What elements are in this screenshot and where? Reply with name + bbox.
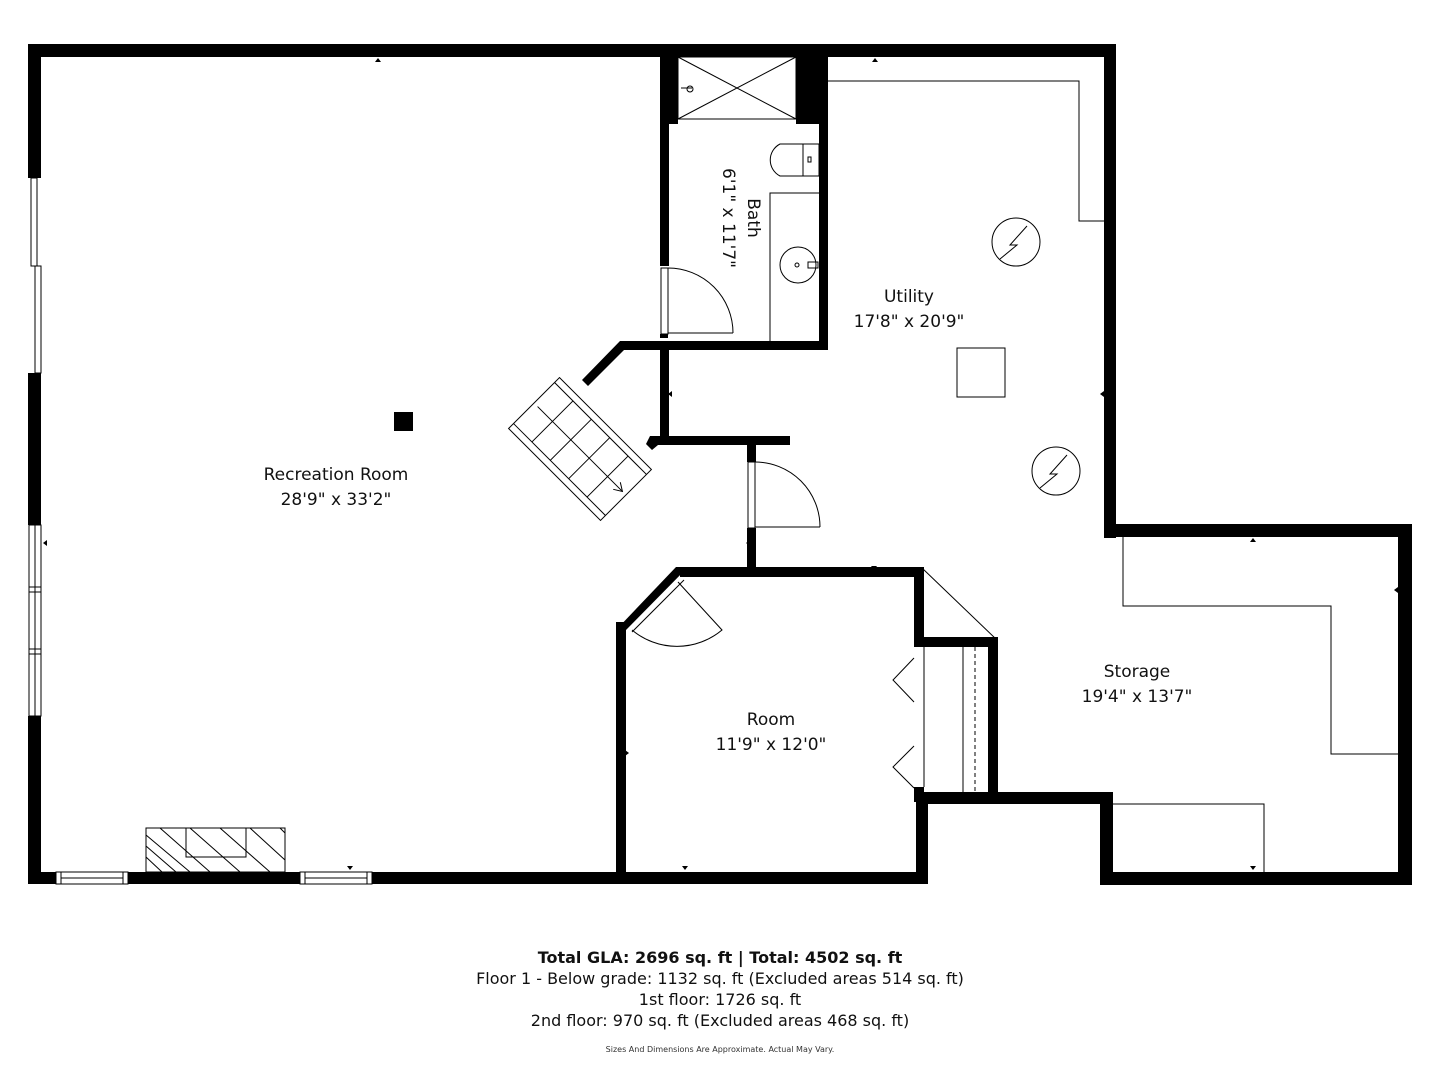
room-label-bath: Bath 6'1" x 11'7" xyxy=(715,168,765,268)
walls xyxy=(28,44,1412,885)
room-dimensions: 6'1" x 11'7" xyxy=(718,168,738,268)
room-name: Storage xyxy=(1103,662,1171,682)
area-line-first-floor: 1st floor: 1726 sq. ft xyxy=(638,990,802,1009)
stairs-icon xyxy=(507,376,653,522)
area-summary-title: Total GLA: 2696 sq. ft | Total: 4502 sq.… xyxy=(537,948,903,967)
area-line-second-floor: 2nd floor: 970 sq. ft (Excluded areas 46… xyxy=(530,1011,910,1030)
column-icon xyxy=(394,412,413,431)
wall-markers xyxy=(43,58,1398,870)
shower-icon xyxy=(677,56,797,120)
sump-pit-icon xyxy=(956,347,1006,398)
room-label-room: Room 11'9" x 12'0" xyxy=(716,708,827,758)
water-heater-icon xyxy=(991,217,1041,267)
room-dimensions: 19'4" x 13'7" xyxy=(1081,687,1193,707)
room-name: Bath xyxy=(743,198,763,238)
room-label-recreation: Recreation Room 28'9" x 33'2" xyxy=(264,463,409,513)
fireplace-icon xyxy=(145,827,286,873)
room-name: Utility xyxy=(883,287,934,307)
area-line-below-grade: Floor 1 - Below grade: 1132 sq. ft (Excl… xyxy=(476,969,964,988)
room-dimensions: 17'8" x 20'9" xyxy=(853,312,965,332)
room-dimensions: 11'9" x 12'0" xyxy=(715,735,827,755)
furnace-icon xyxy=(1031,446,1081,496)
floor-plan xyxy=(28,44,1412,885)
room-name: Recreation Room xyxy=(263,465,409,485)
room-name: Room xyxy=(746,710,796,730)
fixtures xyxy=(28,56,1398,885)
room-label-utility: Utility 17'8" x 20'9" xyxy=(854,285,965,335)
room-label-storage: Storage 19'4" x 13'7" xyxy=(1082,660,1193,710)
sink-icon xyxy=(769,192,819,341)
room-dimensions: 28'9" x 33'2" xyxy=(280,490,392,510)
disclaimer: Sizes And Dimensions Are Approximate. Ac… xyxy=(605,1045,835,1054)
toilet-icon xyxy=(769,143,820,177)
